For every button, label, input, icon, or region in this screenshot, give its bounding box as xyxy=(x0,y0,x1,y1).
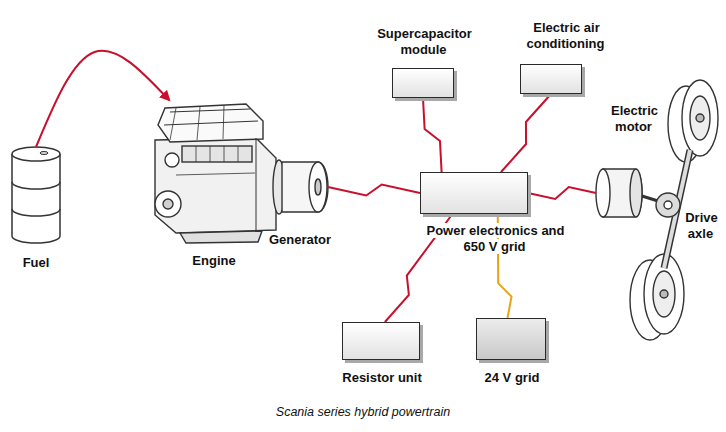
component-label: Fuel xyxy=(22,255,51,270)
component-box: Electric air conditioning xyxy=(520,64,582,94)
component-label: Engine xyxy=(191,253,236,268)
electric-motor-drum xyxy=(596,169,658,217)
power-link xyxy=(328,184,420,195)
component-figure: Engine xyxy=(150,100,277,244)
fuel-barrel xyxy=(12,147,60,243)
caption-holder: Scania series hybrid powertrain xyxy=(0,402,726,420)
component-figure: Drive axle xyxy=(660,212,676,238)
label-holder: Fuel xyxy=(6,254,66,270)
generator-drum xyxy=(273,160,328,214)
component-box: Resistor unit xyxy=(342,322,420,360)
label-holder: Generator xyxy=(258,231,342,247)
power-link xyxy=(423,98,442,172)
component-figure: Electric motor xyxy=(596,168,643,218)
component-box: 24 V grid xyxy=(476,318,546,360)
fuel-arrow xyxy=(36,51,169,147)
power-link xyxy=(501,94,551,172)
label-holder: Engine xyxy=(172,252,256,268)
label-holder: Electric air conditioning xyxy=(507,19,625,51)
component-figure: Fuel xyxy=(12,147,60,244)
power-link xyxy=(528,187,596,199)
label-holder: 24 V grid xyxy=(462,369,562,385)
component-box: Power electronics and 650 V grid xyxy=(420,172,528,214)
component-label: Drive axle xyxy=(684,210,718,241)
caption: Scania series hybrid powertrain xyxy=(276,405,450,419)
component-label: Electric motor xyxy=(610,103,658,134)
component-label: Electric air conditioning xyxy=(527,20,606,51)
component-label: Generator xyxy=(268,232,332,247)
label-holder: Drive axle xyxy=(680,209,722,241)
component-label: Power electronics and 650 V grid xyxy=(426,223,565,254)
label-holder: Supercapacitor module xyxy=(363,25,485,57)
component-label: Resistor unit xyxy=(341,370,422,385)
label-holder: Power electronics and 650 V grid xyxy=(425,222,565,254)
component-label: 24 V grid xyxy=(484,370,541,385)
component-box: Supercapacitor module xyxy=(392,68,454,98)
component-label: Supercapacitor module xyxy=(376,26,472,57)
label-holder: Electric motor xyxy=(606,102,662,134)
component-figure: Generator xyxy=(272,159,328,215)
engine-block xyxy=(155,104,276,243)
label-holder: Resistor unit xyxy=(332,369,432,385)
